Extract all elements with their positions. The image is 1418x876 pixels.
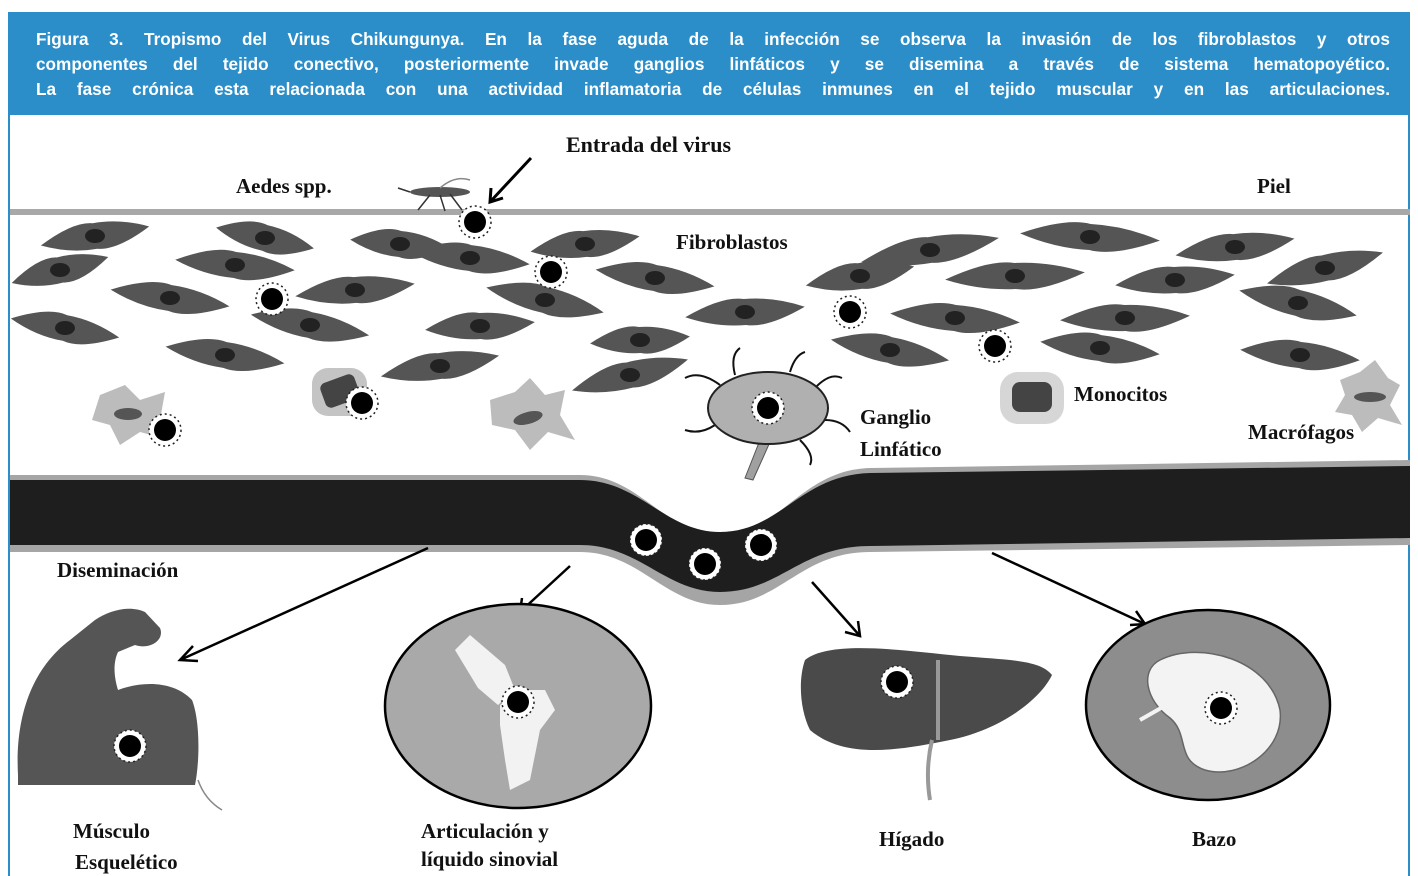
liver-icon — [801, 648, 1052, 800]
virion-entry — [459, 206, 491, 238]
fibroblast-nucleus — [630, 333, 650, 347]
virion — [535, 256, 567, 288]
fibroblast-nucleus — [300, 318, 320, 332]
fibroblast-nucleus — [255, 231, 275, 245]
fibroblast-nucleus — [460, 251, 480, 265]
virion-in-blood — [630, 524, 662, 556]
fibroblast-nucleus — [1115, 311, 1135, 325]
label-joint-1: Articulación y — [421, 819, 549, 843]
virion — [834, 296, 866, 328]
label-lymph-node-2: Linfático — [860, 437, 942, 461]
label-liver: Hígado — [879, 827, 944, 851]
virion — [752, 392, 784, 424]
fibroblast-nucleus — [1090, 341, 1110, 355]
label-monocytes: Monocitos — [1074, 382, 1167, 406]
blood-vessel — [10, 460, 1410, 605]
label-muscle-2: Esquelético — [75, 850, 178, 874]
fibroblast-nucleus — [575, 237, 595, 251]
fibroblast-nucleus — [430, 359, 450, 373]
fibroblast-nucleus — [50, 263, 70, 277]
fibroblast-nucleus — [345, 283, 365, 297]
fibroblast-nucleus — [620, 368, 640, 382]
virion — [256, 283, 288, 315]
fibroblast-nucleus — [945, 311, 965, 325]
fibroblast-nucleus — [215, 348, 235, 362]
label-muscle-1: Músculo — [73, 819, 150, 843]
fibroblast-nucleus — [160, 291, 180, 305]
fibroblast-nucleus — [1165, 273, 1185, 287]
fibroblast-nucleus — [55, 321, 75, 335]
fibroblast-nucleus — [225, 258, 245, 272]
skin-line — [10, 209, 1410, 215]
label-skin: Piel — [1257, 174, 1291, 198]
fibroblast-nucleus — [470, 319, 490, 333]
virion-in-blood — [745, 529, 777, 561]
label-fibroblasts: Fibroblastos — [676, 230, 788, 254]
label-dissemination: Diseminación — [57, 558, 179, 582]
monocyte-icon — [1000, 372, 1064, 424]
fibroblast-nucleus — [1288, 296, 1308, 310]
fibroblast-nucleus — [390, 237, 410, 251]
label-spleen: Bazo — [1192, 827, 1236, 851]
fibroblast-nucleus — [880, 343, 900, 357]
virion — [149, 414, 181, 446]
fibroblast-nucleus — [535, 293, 555, 307]
virion — [881, 666, 913, 698]
label-macrophages: Macrófagos — [1248, 420, 1354, 444]
macrophage-middle — [490, 378, 575, 450]
label-lymph-node-1: Ganglio — [860, 405, 931, 429]
virion — [979, 330, 1011, 362]
fibroblast-nucleus — [735, 305, 755, 319]
muscle-arm-icon — [18, 609, 222, 810]
virion-in-blood — [689, 548, 721, 580]
fibroblast-nucleus — [1290, 348, 1310, 362]
fibroblast-nucleus — [1005, 269, 1025, 283]
label-virus-entry: Entrada del virus — [566, 132, 731, 157]
fibroblast-nucleus — [1315, 261, 1335, 275]
virion — [346, 387, 378, 419]
fibroblast-nucleus — [85, 229, 105, 243]
label-aedes: Aedes spp. — [236, 174, 332, 198]
virion — [114, 730, 146, 762]
label-joint-2: líquido sinovial — [421, 847, 558, 871]
fibroblast-nucleus — [1225, 240, 1245, 254]
fibroblast-nucleus — [850, 269, 870, 283]
fibroblast-nucleus — [645, 271, 665, 285]
fibroblast-nucleus — [1080, 230, 1100, 244]
virus-entry-arrow — [490, 158, 531, 202]
virion — [1205, 692, 1237, 724]
mosquito-icon — [398, 179, 470, 211]
virion — [502, 686, 534, 718]
fibroblast-nucleus — [920, 243, 940, 257]
